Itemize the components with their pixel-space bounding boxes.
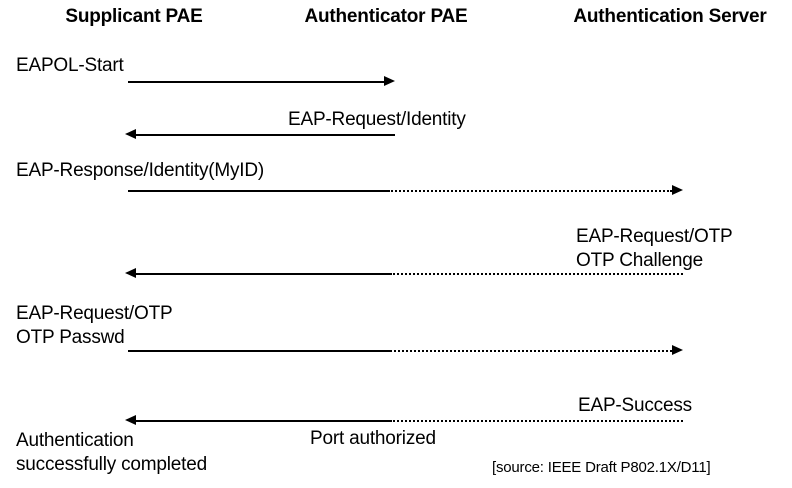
column-header-authenticator: Authenticator PAE xyxy=(304,6,468,27)
annotation-authentication-result-line2: successfully completed xyxy=(16,454,207,475)
source-citation: [source: IEEE Draft P802.1X/D11] xyxy=(492,459,711,476)
message-label-eap-response-identity: EAP-Response/Identity(MyID) xyxy=(16,160,265,181)
arrow-dotted-segment xyxy=(390,350,672,352)
message-label-eap-request-otp-challenge-line1: EAP-Request/OTP xyxy=(576,226,733,247)
annotation-authentication-result-line1: Authentication xyxy=(16,430,134,451)
arrowhead-right-icon xyxy=(672,185,683,195)
message-arrow-eap-response-identity xyxy=(0,184,792,198)
arrow-dotted-segment xyxy=(388,190,672,192)
arrow-solid-segment xyxy=(136,420,390,422)
message-label-eap-success: EAP-Success xyxy=(578,395,692,416)
column-header-authentication-server: Authentication Server xyxy=(573,6,767,27)
message-arrow-eap-request-otp-challenge xyxy=(0,267,792,281)
arrowhead-right-icon xyxy=(672,345,683,355)
arrow-solid-segment xyxy=(128,190,388,192)
message-label-eap-request-otp-passwd-line1: EAP-Request/OTP xyxy=(16,303,173,324)
arrow-solid-segment xyxy=(128,350,390,352)
annotation-port-authorized: Port authorized xyxy=(310,428,436,449)
column-header-supplicant: Supplicant PAE xyxy=(65,6,203,27)
arrowhead-left-icon xyxy=(125,268,136,278)
arrowhead-right-icon xyxy=(384,76,395,86)
arrow-solid-segment xyxy=(136,273,390,275)
message-label-eapol-start: EAPOL-Start xyxy=(16,55,124,76)
message-label-eap-request-identity: EAP-Request/Identity xyxy=(288,109,466,130)
arrow-dotted-segment xyxy=(390,273,683,275)
message-arrow-eapol-start xyxy=(0,75,792,89)
arrow-dotted-segment xyxy=(390,420,683,422)
message-label-eap-request-otp-challenge-line2: OTP Challenge xyxy=(576,250,703,271)
arrowhead-left-icon xyxy=(125,129,136,139)
arrowhead-left-icon xyxy=(125,415,136,425)
arrow-solid-segment xyxy=(128,81,384,83)
message-label-eap-request-otp-passwd-line2: OTP Passwd xyxy=(16,327,125,348)
message-arrow-eap-request-identity xyxy=(0,128,792,142)
message-arrow-eap-request-otp-passwd xyxy=(0,344,792,358)
message-arrow-eap-success xyxy=(0,414,792,428)
arrow-solid-segment xyxy=(136,134,395,136)
